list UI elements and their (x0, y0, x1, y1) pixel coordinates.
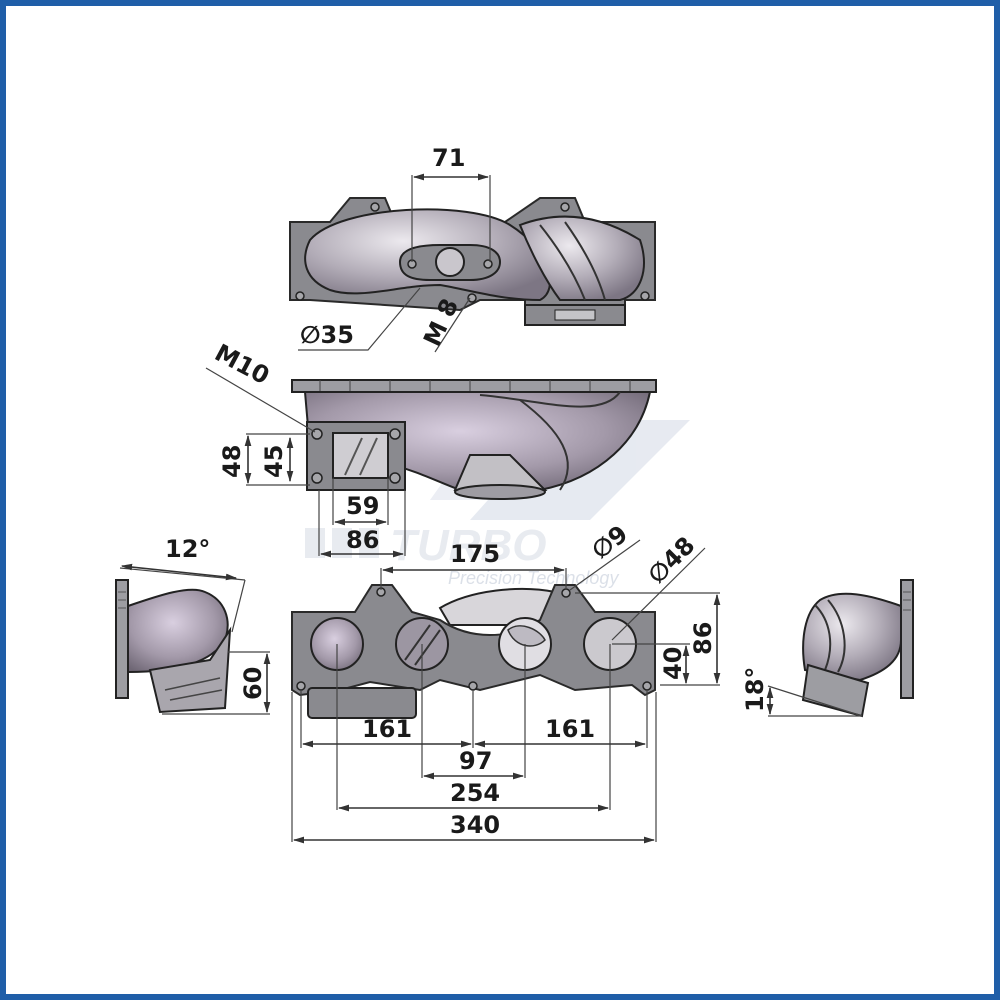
dim-161-right: 161 (545, 715, 595, 743)
top-view: 71 ∅35 M 8 (289, 144, 656, 353)
dim-86-height: 86 (689, 622, 717, 655)
right-end-view: 18° (741, 579, 914, 718)
dim-71: 71 (432, 144, 465, 172)
dim-161-left: 161 (362, 715, 412, 743)
dim-40-height: 40 (659, 647, 687, 680)
dim-angle-12: 12° (165, 535, 210, 563)
watermark-tagline: Precision Technology (448, 568, 619, 588)
dim-diameter-35: ∅35 (300, 321, 354, 349)
left-end-view: 12° 60 (115, 535, 271, 715)
dim-60-height: 60 (239, 667, 267, 700)
dim-59-width: 59 (346, 492, 379, 520)
watermark-turbo-text: TURBO (390, 521, 546, 570)
dim-97: 97 (459, 747, 492, 775)
dim-48-height: 48 (218, 445, 246, 478)
dim-m10: M10 (210, 339, 274, 391)
side-view: M10 48 45 59 86 (205, 339, 657, 558)
dim-diameter-9: ∅9 (586, 520, 633, 565)
dim-175: 175 (450, 540, 500, 568)
dim-45-height: 45 (260, 445, 288, 478)
dim-angle-18: 18° (741, 667, 769, 712)
dim-86-width: 86 (346, 526, 379, 554)
dim-340: 340 (450, 811, 500, 839)
dim-254: 254 (450, 779, 500, 807)
